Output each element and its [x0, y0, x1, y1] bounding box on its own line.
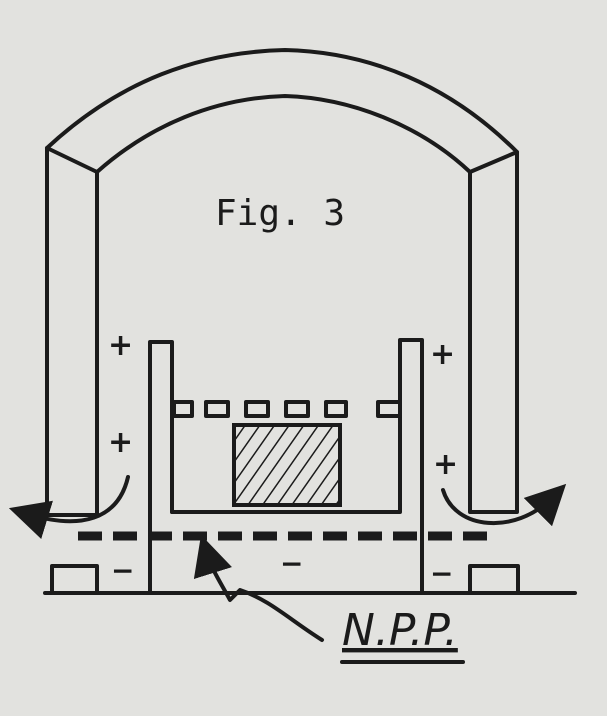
flow-arrows [8, 475, 567, 642]
right-flow-arrow [441, 483, 567, 527]
charge-signs: + + + + − − − [108, 328, 458, 590]
plus-sign: + [430, 337, 455, 372]
minus-sign: − [280, 547, 303, 580]
minus-sign: − [111, 554, 134, 587]
top-block-row [172, 400, 402, 418]
arch-structure [45, 48, 519, 517]
hatched-core [232, 423, 342, 507]
ground [43, 564, 577, 595]
plus-sign: + [433, 447, 458, 482]
figure-title: Fig. 3 [215, 193, 345, 234]
minus-sign: − [430, 557, 453, 590]
left-flow-arrow [8, 475, 130, 539]
plus-sign: + [108, 425, 133, 460]
npp-label: N.P.P. [342, 605, 458, 656]
inner-container [148, 338, 424, 595]
plus-sign: + [108, 328, 133, 363]
npp-pointer-arrow [193, 534, 324, 642]
